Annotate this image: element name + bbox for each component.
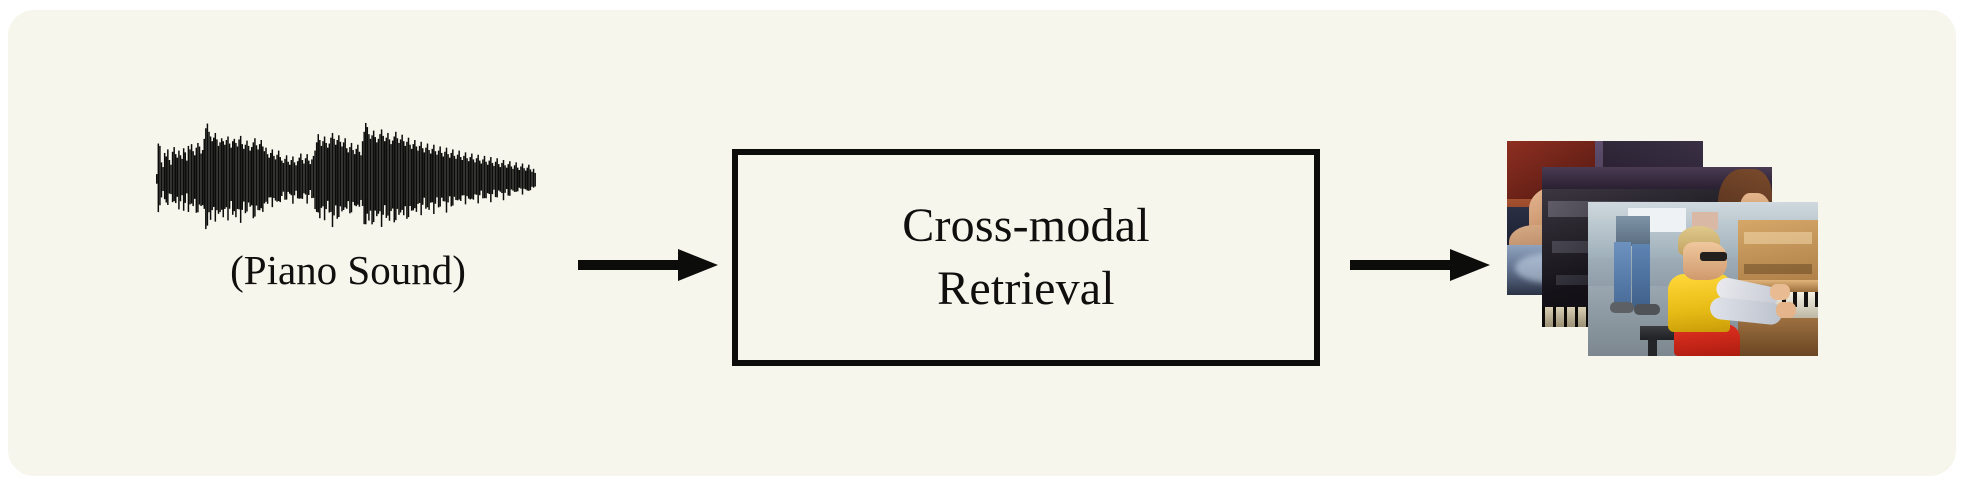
- audio-waveform-icon: [156, 120, 536, 240]
- audio-caption: (Piano Sound): [230, 247, 466, 293]
- arrow-2-svg: [1350, 249, 1490, 281]
- cross-modal-retrieval-module[interactable]: Cross-modal Retrieval: [732, 149, 1320, 366]
- thumbnail-front-canvas: [1588, 202, 1818, 356]
- arrow-1-svg: [578, 249, 718, 281]
- arrow-right-icon-1: [578, 242, 718, 288]
- arrow-right-icon-2: [1350, 242, 1490, 288]
- thumbnail-front[interactable]: [1588, 202, 1818, 356]
- audio-query-stage: (Piano Sound): [148, 120, 548, 340]
- figure-card: (Piano Sound) Cross-modal Retrieval: [8, 10, 1956, 476]
- waveform-svg: [156, 122, 536, 230]
- video-thumbnail-stack-icon[interactable]: [1503, 136, 1833, 366]
- module-label-line-2: Retrieval: [937, 261, 1115, 315]
- module-label-line-1: Cross-modal: [902, 199, 1150, 253]
- module-label: Cross-modal Retrieval: [902, 195, 1150, 320]
